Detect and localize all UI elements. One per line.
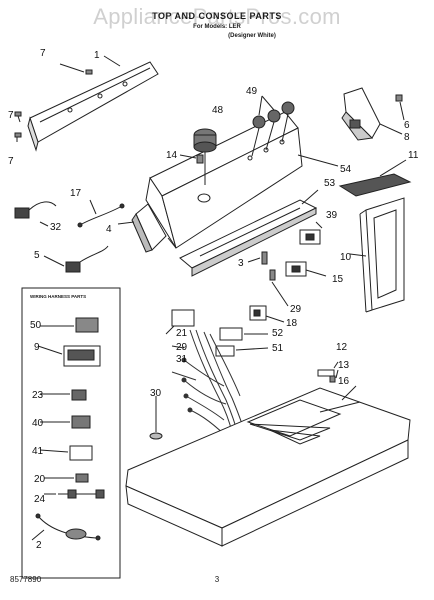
wiring-box-title: WIRING HARNESS PARTS xyxy=(30,294,87,299)
callout-20: 20 xyxy=(34,474,46,485)
part-54-console xyxy=(145,111,303,249)
callout-18: 18 xyxy=(286,318,298,329)
callout-6: 6 xyxy=(404,120,410,131)
part-2-thermal-fuse xyxy=(31,513,101,541)
callout-30: 30 xyxy=(150,388,162,399)
part-48-knob xyxy=(193,128,217,185)
callout-50: 50 xyxy=(30,320,42,331)
callout-53: 53 xyxy=(324,178,336,189)
part-21-timer xyxy=(165,309,195,335)
callout-7: 7 xyxy=(40,48,46,59)
part-9-connector xyxy=(37,345,101,367)
callout-29: 29 xyxy=(176,342,188,353)
page-number: 3 xyxy=(214,575,220,584)
callout-4: 4 xyxy=(106,224,112,235)
part-15-switch xyxy=(285,261,327,277)
callout-52: 52 xyxy=(272,328,284,339)
part-14-screw xyxy=(179,154,204,164)
callout-5: 5 xyxy=(34,250,40,261)
callout-51: 51 xyxy=(272,343,284,354)
part-52-terminal-block xyxy=(219,327,268,341)
part-24-wire xyxy=(44,489,105,499)
part-39-switch xyxy=(299,221,323,245)
callout-7: 7 xyxy=(8,156,14,167)
callout-16: 16 xyxy=(338,376,350,387)
callout-49: 49 xyxy=(246,86,258,97)
callout-39: 39 xyxy=(326,210,338,221)
part-16-top-panel xyxy=(125,385,411,547)
callout-23: 23 xyxy=(32,390,44,401)
part-11-cover xyxy=(338,159,412,197)
callout-41: 41 xyxy=(32,446,44,457)
callout-7: 7 xyxy=(8,110,14,121)
callout-1: 1 xyxy=(94,50,100,61)
callout-29: 29 xyxy=(290,304,302,315)
part-29-leader xyxy=(171,345,185,349)
part-32-switch xyxy=(14,201,57,227)
callout-17: 17 xyxy=(70,188,82,199)
callout-8: 8 xyxy=(404,132,410,143)
callout-21: 21 xyxy=(176,328,188,339)
callout-14: 14 xyxy=(166,150,178,161)
part-1-rear-bracket xyxy=(27,61,159,152)
part-40-connector xyxy=(40,415,91,429)
document-code: 8577890 xyxy=(10,575,42,584)
callout-31: 31 xyxy=(176,354,188,365)
callout-3: 3 xyxy=(238,258,244,269)
part-13-screw xyxy=(329,369,339,383)
callout-2: 2 xyxy=(36,540,42,551)
part-41-terminal xyxy=(39,445,93,461)
callout-24: 24 xyxy=(34,494,46,505)
callout-9: 9 xyxy=(34,342,40,353)
part-12-bracket xyxy=(317,361,339,377)
color-subtitle: (Designer White) xyxy=(228,33,276,39)
callout-48: 48 xyxy=(212,105,224,116)
part-4-end-cap xyxy=(117,203,167,253)
callout-11: 11 xyxy=(408,150,419,161)
part-10-lint-frame xyxy=(349,197,405,313)
part-50-block xyxy=(40,317,99,333)
callout-15: 15 xyxy=(332,274,344,285)
part-7-screws xyxy=(14,63,93,142)
part-18-switch xyxy=(249,305,285,323)
part-3-screw xyxy=(247,251,268,265)
part-17-wire xyxy=(77,199,125,228)
page-title: TOP AND CONSOLE PARTS xyxy=(152,11,282,21)
callout-12: 12 xyxy=(336,342,348,353)
part-30-bumper xyxy=(149,396,163,440)
callout-32: 32 xyxy=(50,222,62,233)
callout-54: 54 xyxy=(340,164,352,175)
part-20-plug xyxy=(44,473,89,483)
part-53-control-bracket xyxy=(179,189,319,277)
callout-13: 13 xyxy=(338,360,350,371)
callout-10: 10 xyxy=(340,252,352,263)
watermark: AppliancePartsPros.com xyxy=(93,4,341,29)
part-6-end-bracket xyxy=(341,87,405,141)
part-29-screw xyxy=(269,269,289,307)
model-subtitle: For Models: LER xyxy=(193,24,241,30)
part-5-terminal xyxy=(43,245,109,273)
part-51-connector xyxy=(215,345,269,357)
callout-40: 40 xyxy=(32,418,44,429)
part-49-knobs xyxy=(251,95,295,157)
part-23-clip xyxy=(40,389,87,401)
